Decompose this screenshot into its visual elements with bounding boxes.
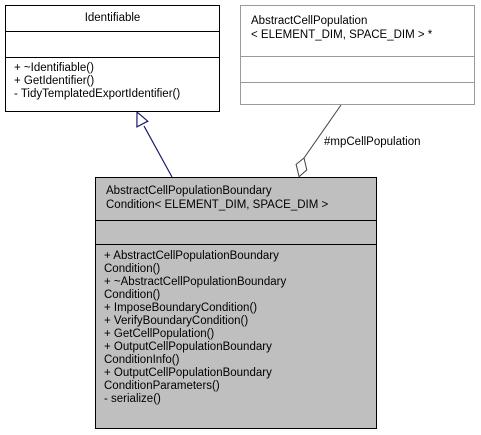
method-item: + ImposeBoundaryCondition(): [104, 302, 258, 314]
attributes-section: [6, 31, 219, 57]
class-abstract-cell-population-boundary-condition[interactable]: AbstractCellPopulationBoundary Condition…: [95, 177, 377, 429]
class-name-line: AbstractCellPopulation: [251, 15, 368, 27]
association-diamond: [295, 157, 308, 178]
attributes-section: [96, 220, 376, 244]
class-name-section: Identifiable: [6, 6, 219, 31]
method-item: + VerifyBoundaryCondition(): [104, 315, 249, 327]
method-item: + ~AbstractCellPopulationBoundary: [104, 276, 287, 288]
inheritance-line: [143, 125, 173, 178]
methods-section: + ~Identifiable() + GetIdentifier() - Ti…: [6, 57, 219, 111]
class-abstract-cell-population[interactable]: AbstractCellPopulation < ELEMENT_DIM, SP…: [240, 5, 475, 105]
method-item: + GetIdentifier(): [14, 75, 95, 87]
method-item: - serialize(): [104, 393, 161, 405]
method-item: Condition(): [104, 289, 161, 301]
class-name-section: AbstractCellPopulationBoundary Condition…: [96, 178, 376, 220]
method-item: Condition(): [104, 263, 161, 275]
association-label: #mpCellPopulation: [324, 136, 421, 148]
methods-section: + AbstractCellPopulationBoundary Conditi…: [96, 244, 376, 428]
method-item: + OutputCellPopulationBoundary: [104, 367, 272, 379]
method-item: + OutputCellPopulationBoundary: [104, 341, 272, 353]
class-name-section: AbstractCellPopulation < ELEMENT_DIM, SP…: [241, 6, 474, 56]
class-name-line: < ELEMENT_DIM, SPACE_DIM > *: [251, 29, 433, 41]
class-name-line: Condition< ELEMENT_DIM, SPACE_DIM >: [106, 199, 329, 211]
methods-section: [241, 82, 474, 104]
method-item: + GetCellPopulation(): [104, 328, 215, 340]
class-name: Identifiable: [84, 12, 141, 24]
class-identifiable[interactable]: Identifiable + ~Identifiable() + GetIden…: [5, 5, 220, 112]
method-item: ConditionInfo(): [104, 354, 180, 366]
method-item: + AbstractCellPopulationBoundary: [104, 250, 279, 262]
class-name-line: AbstractCellPopulationBoundary: [106, 185, 272, 197]
attributes-section: [241, 56, 474, 82]
method-item: - TidyTemplatedExportIdentifier(): [14, 88, 181, 100]
inheritance-arrowhead: [136, 110, 149, 128]
method-item: ConditionParameters(): [104, 380, 220, 392]
method-item: + ~Identifiable(): [14, 62, 94, 74]
association-line: [303, 104, 342, 159]
